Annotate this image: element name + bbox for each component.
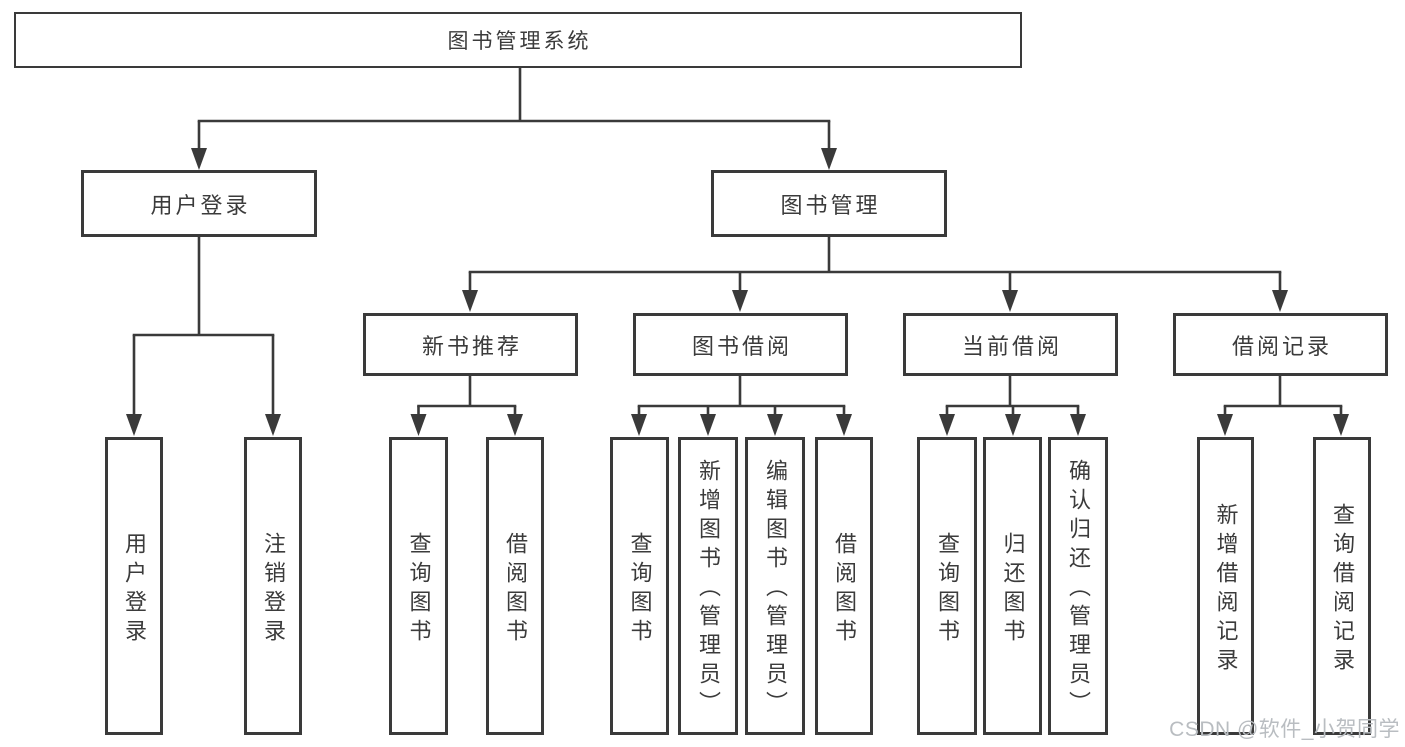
connector-user-login-to-leaves: [126, 237, 281, 436]
connector-root-to-level2: [191, 68, 837, 170]
leaf-logout: 注销登录: [244, 437, 302, 735]
leaf-return-book: 归还图书: [983, 437, 1042, 735]
leaf-query-borrow-record: 查询借阅记录: [1313, 437, 1371, 735]
leaf-add-borrow-record: 新增借阅记录: [1197, 437, 1254, 735]
arrow-down-icon: [265, 414, 281, 436]
leaf-add-book-admin: 新增图书（管理员）: [678, 437, 738, 735]
node-root-system: 图书管理系统: [14, 12, 1022, 68]
leaf-query-book-3: 查询图书: [917, 437, 977, 735]
arrow-down-icon: [631, 414, 647, 436]
arrow-down-icon: [1070, 414, 1086, 436]
leaf-borrow-book-1: 借阅图书: [486, 437, 544, 735]
arrow-down-icon: [1005, 414, 1021, 436]
node-new-book-recommend: 新书推荐: [363, 313, 578, 376]
arrow-down-icon: [1002, 290, 1018, 312]
arrow-down-icon: [410, 414, 427, 436]
leaf-user-login: 用户登录: [105, 437, 163, 735]
arrow-down-icon: [700, 414, 716, 436]
arrow-down-icon: [732, 290, 748, 312]
leaf-confirm-return-admin: 确认归还（管理员）: [1048, 437, 1108, 735]
arrow-down-icon: [821, 148, 837, 170]
arrow-down-icon: [462, 290, 478, 312]
node-book-borrow: 图书借阅: [633, 313, 848, 376]
leaf-query-book-1: 查询图书: [389, 437, 448, 735]
connector-new-book-rec-to-leaves: [410, 376, 523, 436]
arrow-down-icon: [836, 414, 852, 436]
arrow-down-icon: [126, 414, 142, 436]
leaf-query-book-2: 查询图书: [610, 437, 669, 735]
arrow-down-icon: [191, 148, 207, 170]
leaf-borrow-book-2: 借阅图书: [815, 437, 873, 735]
arrow-down-icon: [1333, 414, 1349, 436]
csdn-watermark: CSDN @软件_小贺同学: [1169, 718, 1400, 741]
node-borrow-record: 借阅记录: [1173, 313, 1388, 376]
node-user-login: 用户登录: [81, 170, 317, 237]
node-book-management: 图书管理: [711, 170, 947, 237]
connector-borrow-record-to-leaves: [1217, 376, 1349, 436]
node-current-borrow: 当前借阅: [903, 313, 1118, 376]
leaf-edit-book-admin: 编辑图书（管理员）: [745, 437, 805, 735]
arrow-down-icon: [507, 414, 523, 436]
arrow-down-icon: [939, 414, 955, 436]
connector-current-borrow-to-leaves: [939, 376, 1086, 436]
connector-book-borrow-to-leaves: [631, 376, 852, 436]
arrow-down-icon: [1217, 414, 1233, 436]
connector-book-mgmt-to-level3: [462, 237, 1288, 312]
arrow-down-icon: [767, 414, 783, 436]
arrow-down-icon: [1272, 290, 1288, 312]
